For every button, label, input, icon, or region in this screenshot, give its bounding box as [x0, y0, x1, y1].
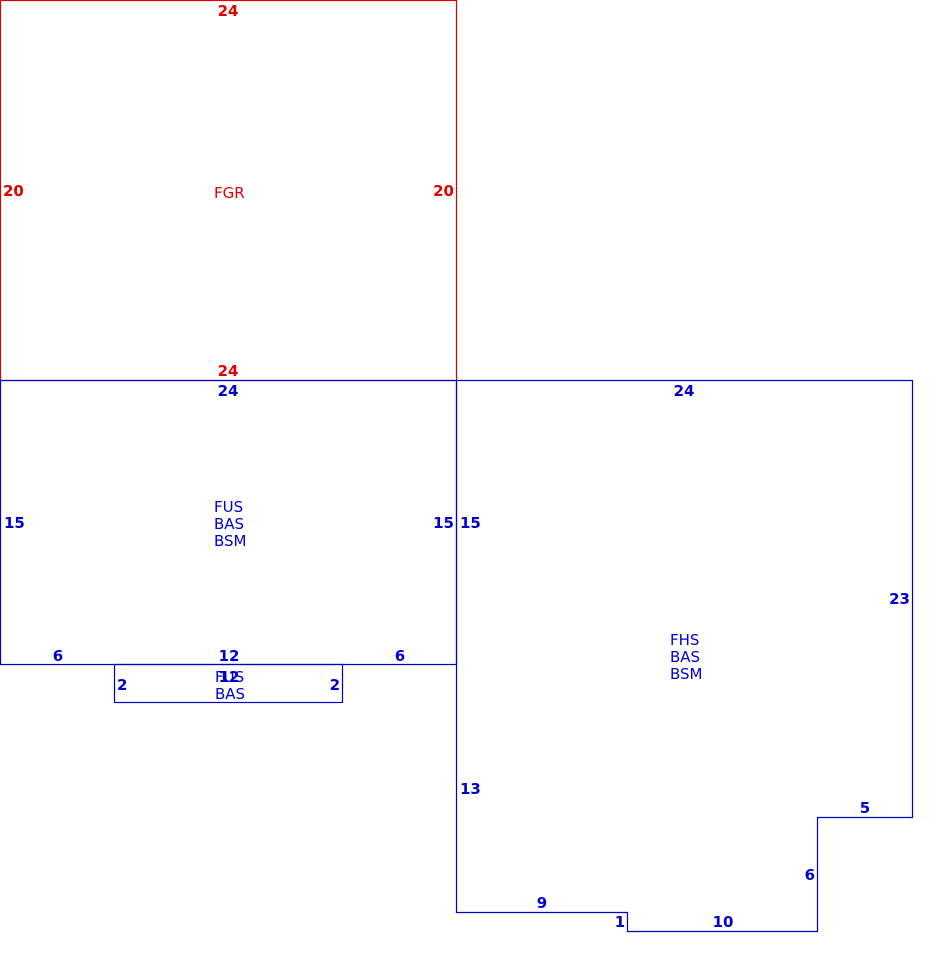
- main-code-bas: BAS: [214, 515, 244, 533]
- main-dim-bottom-mid: 12: [219, 647, 240, 665]
- wing-outline: [455, 379, 914, 933]
- wing-dim-right: 23: [889, 590, 910, 608]
- main-dim-bottom-left: 6: [53, 647, 63, 665]
- wing-code-bas: BAS: [670, 648, 700, 666]
- wing-dim-bottom-right: 10: [713, 913, 734, 931]
- garage-dim-left: 20: [3, 182, 24, 200]
- bump-outline: [113, 663, 344, 704]
- bump-dim-right: 2: [330, 676, 340, 694]
- wing-dim-notch: 1: [615, 913, 625, 931]
- garage-area: 24 20 20 24 FGR: [0, 0, 458, 382]
- bump-dim-left: 2: [117, 676, 127, 694]
- main-dim-right: 15: [433, 514, 454, 532]
- wing-dim-step-down: 6: [805, 866, 815, 884]
- wing-dim-lower-left: 13: [460, 780, 481, 798]
- wing-dim-top: 24: [674, 382, 695, 400]
- wing-dim-step-right: 5: [860, 799, 870, 817]
- garage-dim-top: 24: [218, 2, 239, 20]
- main-area: 24 15 15 6 12 6 FUS BAS BSM: [0, 379, 458, 666]
- main-dim-bottom-right: 6: [395, 647, 405, 665]
- garage-dim-right: 20: [433, 182, 454, 200]
- wing-dim-bottom-left: 9: [537, 894, 547, 912]
- garage-dim-bottom: 24: [218, 362, 239, 380]
- main-code-fus: FUS: [214, 498, 243, 516]
- garage-code-fgr: FGR: [214, 184, 245, 202]
- bump-code-bas: BAS: [215, 685, 245, 703]
- main-dim-left: 15: [4, 514, 25, 532]
- main-code-bsm: BSM: [214, 532, 247, 550]
- wing-code-fhs: FHS: [670, 631, 699, 649]
- wing-dim-left: 15: [460, 514, 481, 532]
- bump-area: 2 2 12 FUS BAS: [113, 663, 344, 704]
- main-dim-top: 24: [218, 382, 239, 400]
- bump-code-fus: FUS: [215, 668, 244, 686]
- wing-area: 24 15 23 13 5 6 9 1 10 FHS BAS BSM: [455, 379, 914, 933]
- bump-dim-bottom: 12: [219, 668, 240, 686]
- wing-code-bsm: BSM: [670, 665, 703, 683]
